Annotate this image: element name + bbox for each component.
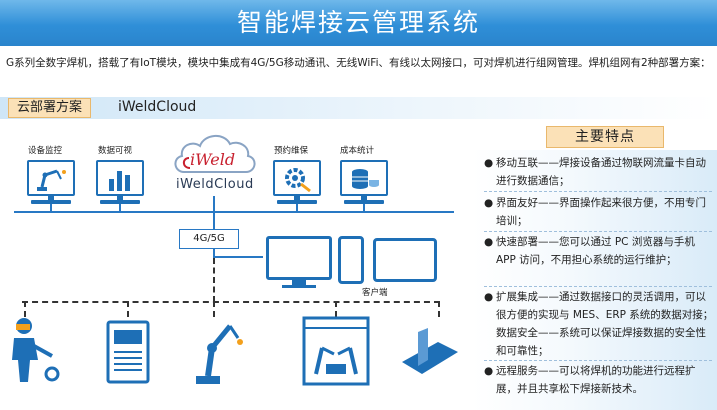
bullet-icon: ● (484, 236, 494, 248)
steel-workpiece-icon (402, 328, 458, 374)
deployment-tag: 云部署方案 (8, 98, 92, 118)
module-label-visualization: 数据可视 (98, 146, 133, 156)
page-title-banner: 智能焊接云管理系统 (0, 0, 717, 46)
feature-item: ● 界面友好——界面操作起来很方便，不用专门培训； (484, 194, 714, 230)
clients-label: 客户端 (362, 288, 388, 298)
dashed-connector (335, 301, 337, 317)
connector (119, 204, 121, 212)
intro-paragraph: G系列全数字焊机，搭载了有IoT模块，模块中集成有4G/5G移动通讯、无线WiF… (6, 57, 711, 69)
module-label-monitoring: 设备监控 (28, 146, 63, 156)
page-title: 智能焊接云管理系统 (236, 8, 480, 37)
dashed-connector (213, 258, 215, 302)
dashed-connector (438, 301, 440, 317)
cloud-icon (174, 135, 256, 173)
feature-separator (484, 286, 712, 287)
connector (213, 196, 215, 212)
deployment-bar (0, 97, 717, 119)
network-box: 4G/5G (179, 229, 239, 249)
feature-separator (484, 191, 712, 192)
bullet-icon: ● (484, 365, 494, 377)
feature-separator (484, 360, 712, 361)
connector (213, 213, 215, 229)
cloud-name: iWeldCloud (176, 177, 254, 192)
client-connector (213, 256, 263, 258)
bullet-icon: ● (484, 197, 494, 209)
bullet-icon: ● (484, 157, 494, 169)
robot-workcell-icon (302, 316, 370, 386)
gear-wrench-monitor-icon (273, 160, 321, 204)
bar-chart-monitor-icon (96, 160, 144, 204)
dashed-connector (127, 301, 129, 317)
robot-arm-monitor-icon (27, 160, 75, 204)
feature-item: ● 远程服务——可以将焊机的功能进行远程扩展，并且共享松下焊接新技术。 (484, 362, 714, 398)
module-label-maintenance: 预约维保 (274, 146, 309, 156)
connector (296, 204, 298, 212)
features-title: 主要特点 (546, 126, 664, 148)
desktop-base (282, 285, 316, 288)
bullet-icon: ● (484, 291, 494, 303)
cloud-logo-text: iWeld (190, 150, 236, 169)
bus-line (14, 211, 454, 213)
dashed-connector (24, 301, 26, 317)
desktop-client-icon (266, 236, 332, 280)
feature-separator (484, 231, 712, 232)
connector (363, 204, 365, 212)
desktop-stand (292, 280, 306, 285)
welding-machine-icon (106, 320, 150, 384)
feature-item: ● 快速部署——您可以通过 PC 浏览器与手机 APP 访问，不用担心系统的运行… (484, 233, 714, 269)
deployment-name: iWeldCloud (118, 99, 197, 115)
feature-item: ● 移动互联——焊接设备通过物联网流量卡自动进行数据通信； (484, 154, 714, 190)
welding-robot-icon (196, 324, 243, 384)
feature-item: ● 扩展集成——通过数据接口的灵活调用，可以很方便的实现与 MES、ERP 系统… (484, 288, 714, 360)
dashed-bus (22, 301, 440, 303)
connector (50, 204, 52, 212)
connector (213, 249, 215, 257)
tablet-client-icon (373, 238, 437, 282)
module-label-cost: 成本统计 (340, 146, 375, 156)
dashed-connector (213, 301, 215, 317)
features-panel (473, 150, 717, 410)
coins-monitor-icon (340, 160, 388, 204)
phone-client-icon (338, 236, 364, 284)
welder-person-icon (12, 318, 60, 382)
